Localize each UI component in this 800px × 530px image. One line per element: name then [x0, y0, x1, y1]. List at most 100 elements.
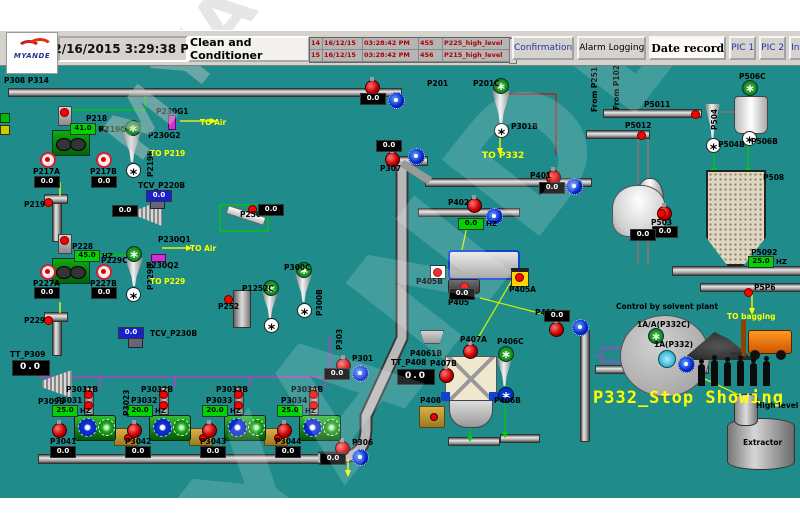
- forklift-wheel-front: [750, 350, 760, 360]
- gear-p332[interactable]: [678, 356, 695, 373]
- motor-p227b[interactable]: [96, 264, 112, 280]
- label-tcv-p230b: TCV_P230B: [150, 329, 198, 338]
- button-pic-1[interactable]: PIC 1: [729, 36, 757, 60]
- fan-p506c[interactable]: [742, 80, 758, 96]
- fan-p406c[interactable]: [498, 346, 514, 362]
- airlock-p1252c[interactable]: [264, 318, 279, 333]
- motor-p3033[interactable]: [202, 420, 217, 438]
- label-tcv-p220b: TCV_P220B: [138, 181, 186, 190]
- fan-p300c[interactable]: [296, 262, 312, 278]
- pump-p408[interactable]: [419, 406, 445, 428]
- label-p230g1: P230G1: [156, 107, 189, 116]
- label-p301b: P301B: [511, 122, 538, 131]
- pulley-p307[interactable]: [408, 148, 425, 165]
- label-p503: P503: [651, 218, 673, 227]
- label-1a-p332: 1A(P332): [654, 340, 694, 349]
- label-p227b: P227B: [90, 279, 117, 288]
- airlock-p229b[interactable]: [126, 287, 141, 302]
- motor-p3031[interactable]: [52, 420, 67, 438]
- alarm-dot-p252: [224, 295, 233, 304]
- alarm-dot-p228: [60, 236, 69, 245]
- display-p301: 0.0: [324, 368, 350, 380]
- label-p3043: P3043: [200, 437, 227, 446]
- label-p3034b: P3034B: [291, 385, 324, 394]
- label-p3023: P3023: [122, 389, 131, 416]
- motor-p411[interactable]: [549, 319, 564, 337]
- motor-p201[interactable]: [365, 77, 380, 95]
- airlock-p219b[interactable]: [126, 163, 141, 178]
- label-p407b: P407B: [430, 359, 457, 368]
- filter-p506[interactable]: [734, 96, 768, 134]
- motor-p3034[interactable]: [277, 420, 292, 438]
- pump-1aa-p332c[interactable]: [648, 328, 664, 344]
- display-p250: 0.0: [258, 204, 284, 216]
- alarm-dot-p219: [44, 198, 53, 207]
- alarm-dot: [84, 390, 93, 399]
- motor-p3032[interactable]: [127, 420, 142, 438]
- alarm-dot: [84, 401, 93, 410]
- label-p217a: P217A: [33, 167, 60, 176]
- display-tcv-p220b: 0.0: [146, 190, 172, 202]
- airlock-p406b[interactable]: [498, 387, 514, 403]
- dryer-p407-hopper: [449, 400, 493, 428]
- pulley-p401[interactable]: [566, 178, 583, 195]
- label-p3044: P3044: [275, 437, 302, 446]
- alarm-dot-p5p6: [744, 288, 753, 297]
- display-tt-p309: 0.0: [12, 360, 50, 376]
- edge-box-yellow: [0, 125, 10, 135]
- valve-p230q2[interactable]: [151, 254, 166, 262]
- button-pic-2[interactable]: PIC 2: [759, 36, 787, 60]
- fan-p1252c[interactable]: [263, 280, 279, 296]
- pump-1a-p332[interactable]: [658, 350, 676, 368]
- pulley-p201[interactable]: [388, 92, 405, 109]
- fan-p201c[interactable]: [493, 78, 509, 94]
- label-p506b: P506B: [751, 137, 778, 146]
- airlock-p301b[interactable]: [494, 123, 509, 138]
- label-p306: P306: [352, 438, 374, 447]
- display-p227b: 0.0: [91, 287, 117, 299]
- label-p406b: P406B: [494, 396, 521, 405]
- button-interlock[interactable]: Interlock: [789, 36, 800, 60]
- alarm-dot-p405b: [433, 268, 442, 277]
- airlock-p506b[interactable]: [742, 131, 757, 146]
- button-alarm-logging[interactable]: Alarm Logging: [577, 36, 647, 60]
- motor-p227a[interactable]: [40, 264, 56, 280]
- pulley-p411[interactable]: [572, 319, 589, 336]
- button-confirmation[interactable]: Confirmation: [512, 36, 575, 60]
- motor-p407b[interactable]: [439, 365, 454, 383]
- label-p3041: P3041: [50, 437, 77, 446]
- machine-p228[interactable]: [52, 258, 90, 284]
- fan-p219c[interactable]: [125, 120, 141, 136]
- label-p508: P508: [763, 173, 785, 182]
- display-p3041: 0.0: [50, 446, 76, 458]
- pulley-p402[interactable]: [486, 208, 503, 225]
- valve-tcv-p230b[interactable]: [128, 338, 143, 348]
- button-date-record[interactable]: Date record: [649, 36, 727, 60]
- label-p228: P228: [72, 242, 94, 251]
- valve-p230g1[interactable]: [168, 115, 176, 130]
- motor-p407a[interactable]: [463, 341, 478, 359]
- gear-blue: [303, 418, 322, 437]
- motor-p217a[interactable]: [40, 152, 56, 168]
- pulley-p301[interactable]: [352, 365, 369, 382]
- alarm-dot-scale: [657, 209, 666, 218]
- pulley-p306[interactable]: [352, 449, 369, 466]
- display-p307: 0.0: [376, 140, 402, 152]
- label-p408: P408: [420, 396, 442, 405]
- label-p4061b: P4061B: [410, 349, 443, 358]
- label-from-p102b: From P102B: [612, 59, 621, 110]
- airlock-p300c[interactable]: [297, 303, 312, 318]
- motor-p402[interactable]: [467, 195, 482, 213]
- separator-p405[interactable]: [448, 250, 520, 280]
- fan-p229c[interactable]: [126, 246, 142, 262]
- motor-p217b[interactable]: [96, 152, 112, 168]
- forklift-fork: [730, 352, 742, 355]
